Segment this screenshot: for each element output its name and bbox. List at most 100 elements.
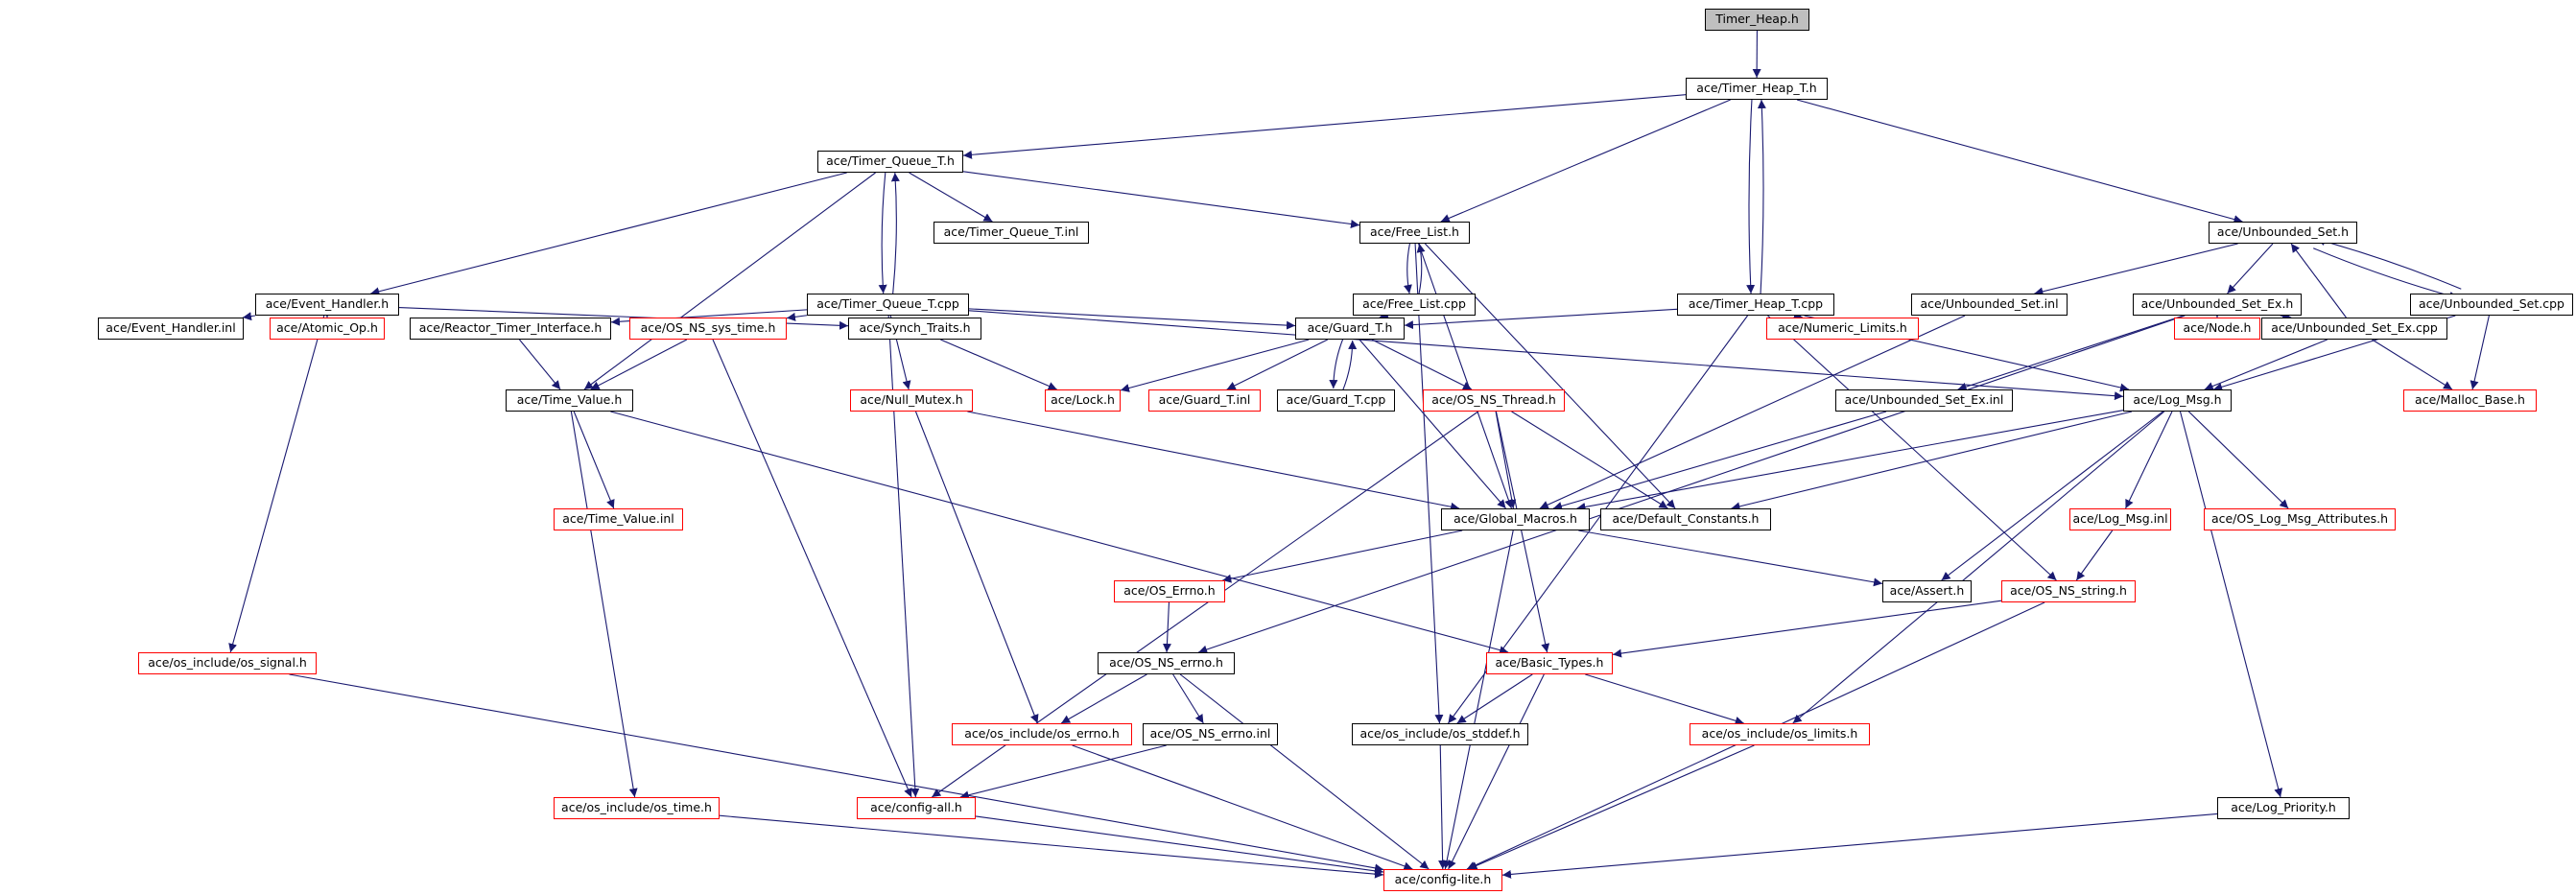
edge-config-all-h-to-config-lite-h bbox=[975, 815, 1384, 876]
edge-os-stddef-h-to-config-lite-h bbox=[1438, 744, 1448, 870]
file-node-atomic-op-h[interactable]: ace/Atomic_Op.h bbox=[270, 318, 385, 340]
edge-basic-types-h-to-config-lite-h bbox=[1448, 673, 1545, 870]
file-node-os-signal-h[interactable]: ace/os_include/os_signal.h bbox=[138, 652, 317, 674]
file-node-log-msg-inl[interactable]: ace/Log_Msg.inl bbox=[2069, 508, 2171, 530]
edge-os-ns-sys-time-h-to-config-all-h bbox=[712, 339, 912, 798]
edge-timer-heap-t-cpp-to-guard-t-h bbox=[1404, 308, 1678, 330]
edge-log-msg-h-to-default-constants-h bbox=[1731, 411, 2133, 511]
file-node-timer-heap-t-h[interactable]: ace/Timer_Heap_T.h bbox=[1686, 78, 1828, 100]
file-node-os-stddef-h[interactable]: ace/os_include/os_stddef.h bbox=[1352, 723, 1528, 745]
edge-free-list-h-to-os-stddef-h bbox=[1414, 243, 1444, 724]
file-node-global-macros-h[interactable]: ace/Global_Macros.h bbox=[1441, 508, 1590, 530]
edge-timer-heap-t-h-to-free-list-h bbox=[1440, 99, 1731, 223]
file-node-unbounded-set-ex-cpp[interactable]: ace/Unbounded_Set_Ex.cpp bbox=[2261, 318, 2447, 340]
edge-unbounded-set-ex-h-to-unbounded-set-ex-inl bbox=[1957, 315, 2185, 391]
file-node-guard-t-h[interactable]: ace/Guard_T.h bbox=[1295, 318, 1405, 340]
edge-os-ns-thread-h-to-global-macros-h bbox=[1495, 411, 1517, 509]
file-node-unbounded-set-h[interactable]: ace/Unbounded_Set.h bbox=[2209, 222, 2357, 244]
file-node-event-handler-h[interactable]: ace/Event_Handler.h bbox=[255, 294, 399, 316]
file-node-unbounded-set-cpp[interactable]: ace/Unbounded_Set.cpp bbox=[2410, 294, 2573, 316]
file-node-os-ns-string-h[interactable]: ace/OS_NS_string.h bbox=[2001, 580, 2136, 602]
edge-os-signal-h-to-config-lite-h bbox=[289, 673, 1384, 873]
file-node-os-errno-inc-h[interactable]: ace/os_include/os_errno.h bbox=[952, 723, 1132, 745]
edge-log-msg-h-to-log-priority-h bbox=[2179, 411, 2283, 798]
edge-null-mutex-h-to-global-macros-h bbox=[967, 411, 1460, 511]
edge-time-value-h-to-os-time-h bbox=[570, 411, 638, 798]
edge-timer-heap-t-h-to-timer-queue-t-h bbox=[962, 94, 1687, 159]
edge-os-errno-inc-h-to-config-lite-h bbox=[1072, 744, 1413, 871]
file-node-timer-heap-t-cpp[interactable]: ace/Timer_Heap_T.cpp bbox=[1677, 294, 1834, 316]
file-node-null-mutex-h[interactable]: ace/Null_Mutex.h bbox=[850, 389, 973, 412]
file-node-os-ns-errno-inl[interactable]: ace/OS_NS_errno.inl bbox=[1143, 723, 1278, 745]
file-node-time-value-inl[interactable]: ace/Time_Value.inl bbox=[554, 508, 683, 530]
file-node-os-errno-h[interactable]: ace/OS_Errno.h bbox=[1114, 580, 1225, 602]
file-node-assert-h[interactable]: ace/Assert.h bbox=[1882, 580, 1972, 602]
file-node-os-ns-sys-time-h[interactable]: ace/OS_NS_sys_time.h bbox=[629, 318, 787, 340]
file-node-basic-types-h[interactable]: ace/Basic_Types.h bbox=[1486, 652, 1613, 674]
edge-os-time-h-to-config-lite-h bbox=[719, 814, 1384, 879]
edge-log-priority-h-to-config-lite-h bbox=[1501, 813, 2218, 879]
file-node-unbounded-set-ex-inl[interactable]: ace/Unbounded_Set_Ex.inl bbox=[1835, 389, 2013, 412]
edge-timer-queue-t-h-to-time-value-h bbox=[583, 172, 876, 390]
edge-unbounded-set-ex-h-to-os-ns-errno-h bbox=[1198, 315, 2186, 654]
edge-os-ns-errno-inl-to-config-all-h bbox=[959, 744, 1167, 800]
file-node-reactor-timer-interface-h[interactable]: ace/Reactor_Timer_Interface.h bbox=[410, 318, 611, 340]
edge-timer-heap-t-cpp-to-numeric-limits-h bbox=[1792, 311, 1804, 319]
file-node-node-h[interactable]: ace/Node.h bbox=[2174, 318, 2260, 340]
edge-event-handler-h-to-event-handler-inl bbox=[242, 312, 256, 321]
file-node-free-list-cpp[interactable]: ace/Free_List.cpp bbox=[1353, 294, 1476, 316]
file-node-synch-traits-h[interactable]: ace/Synch_Traits.h bbox=[848, 318, 981, 340]
edge-unbounded-set-cpp-to-malloc-base-h bbox=[2470, 315, 2490, 390]
file-node-numeric-limits-h[interactable]: ace/Numeric_Limits.h bbox=[1766, 318, 1919, 340]
edge-unbounded-set-ex-h-to-unbounded-set-ex-cpp bbox=[2280, 312, 2292, 320]
file-node-config-all-h[interactable]: ace/config-all.h bbox=[857, 797, 976, 819]
edge-unbounded-set-h-to-unbounded-set-inl bbox=[2034, 243, 2238, 296]
file-node-unbounded-set-inl[interactable]: ace/Unbounded_Set.inl bbox=[1911, 294, 2068, 316]
file-node-config-lite-h[interactable]: ace/config-lite.h bbox=[1383, 869, 1502, 891]
edge-unbounded-set-inl-to-global-macros-h bbox=[1539, 315, 1966, 509]
edge-timer-heap-t-h-to-timer-heap-t-cpp bbox=[1746, 99, 1756, 294]
file-node-lock-h[interactable]: ace/Lock.h bbox=[1045, 389, 1121, 412]
edge-unbounded-set-ex-cpp-to-malloc-base-h bbox=[2372, 339, 2453, 390]
file-node-log-priority-h[interactable]: ace/Log_Priority.h bbox=[2217, 797, 2350, 819]
edge-log-msg-h-to-assert-h bbox=[1941, 411, 2163, 581]
file-node-time-value-h[interactable]: ace/Time_Value.h bbox=[506, 389, 633, 412]
edge-timer-queue-t-cpp-to-config-all-h bbox=[887, 315, 920, 798]
file-node-os-ns-thread-h[interactable]: ace/OS_NS_Thread.h bbox=[1423, 389, 1565, 412]
edge-timer-queue-t-cpp-to-timer-queue-t-h bbox=[890, 173, 900, 294]
file-node-os-log-msg-attributes-h[interactable]: ace/OS_Log_Msg_Attributes.h bbox=[2204, 508, 2396, 530]
file-node-timer-queue-t-h[interactable]: ace/Timer_Queue_T.h bbox=[817, 151, 963, 173]
edge-timer-queue-t-h-to-timer-queue-t-cpp bbox=[878, 172, 887, 294]
edge-global-macros-h-to-os-errno-h bbox=[1222, 530, 1463, 583]
file-node-guard-t-cpp[interactable]: ace/Guard_T.cpp bbox=[1277, 389, 1395, 412]
file-node-malloc-base-h[interactable]: ace/Malloc_Base.h bbox=[2403, 389, 2537, 412]
file-node-timer-heap-h[interactable]: Timer_Heap.h bbox=[1705, 9, 1809, 31]
edge-os-ns-string-h-to-basic-types-h bbox=[1612, 600, 2002, 658]
file-node-timer-queue-t-cpp[interactable]: ace/Timer_Queue_T.cpp bbox=[807, 294, 969, 316]
file-node-os-ns-errno-h[interactable]: ace/OS_NS_errno.h bbox=[1098, 652, 1235, 674]
file-node-timer-queue-t-inl[interactable]: ace/Timer_Queue_T.inl bbox=[934, 222, 1089, 244]
edge-unbounded-set-ex-cpp-to-unbounded-set-h bbox=[2290, 243, 2347, 318]
file-node-os-time-h[interactable]: ace/os_include/os_time.h bbox=[554, 797, 720, 819]
edge-global-macros-h-to-config-lite-h bbox=[1442, 530, 1514, 870]
edge-os-ns-thread-h-to-basic-types-h bbox=[1495, 411, 1550, 653]
edge-log-msg-inl-to-os-ns-string-h bbox=[2075, 530, 2114, 581]
file-node-default-constants-h[interactable]: ace/Default_Constants.h bbox=[1600, 508, 1771, 530]
file-node-os-limits-h[interactable]: ace/os_include/os_limits.h bbox=[1690, 723, 1870, 745]
edge-log-msg-h-to-log-msg-inl bbox=[2125, 411, 2173, 509]
file-node-log-msg-h[interactable]: ace/Log_Msg.h bbox=[2123, 389, 2232, 412]
edge-timer-heap-t-h-to-unbounded-set-h bbox=[1796, 99, 2243, 224]
edge-unbounded-set-h-to-unbounded-set-cpp bbox=[2313, 247, 2459, 300]
edge-guard-t-h-to-guard-t-cpp bbox=[1329, 338, 1344, 389]
file-node-event-handler-inl[interactable]: ace/Event_Handler.inl bbox=[98, 318, 244, 340]
file-node-guard-t-inl[interactable]: ace/Guard_T.inl bbox=[1148, 389, 1261, 412]
edge-synch-traits-h-to-lock-h bbox=[940, 339, 1057, 390]
edge-log-msg-h-to-os-limits-h bbox=[1792, 411, 2165, 724]
edge-guard-t-h-to-guard-t-inl bbox=[1226, 339, 1329, 390]
edge-guard-t-h-to-global-macros-h bbox=[1359, 339, 1506, 509]
edge-time-value-h-to-basic-types-h bbox=[610, 411, 1509, 655]
edge-log-msg-h-to-os-log-msg-attributes-h bbox=[2187, 411, 2289, 509]
file-node-free-list-h[interactable]: ace/Free_List.h bbox=[1359, 222, 1470, 244]
file-node-unbounded-set-ex-h[interactable]: ace/Unbounded_Set_Ex.h bbox=[2133, 294, 2302, 316]
